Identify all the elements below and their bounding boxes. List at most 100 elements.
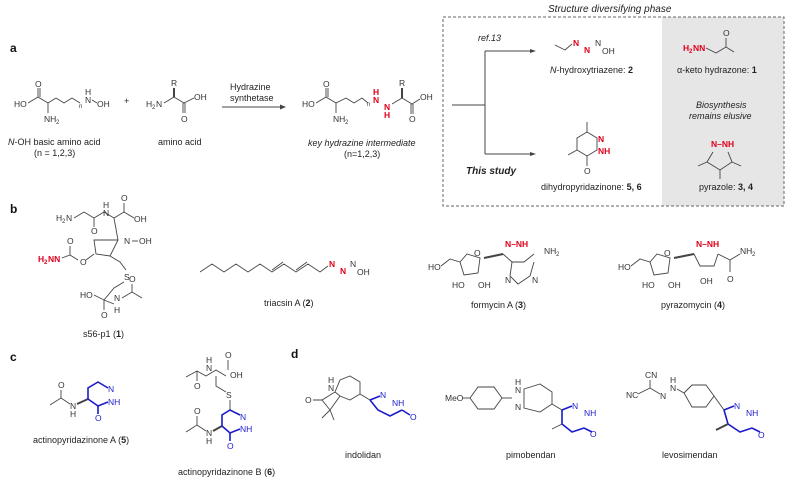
diversifying-phase-box [442,16,785,207]
svg-text:H: H [328,375,334,385]
compound-label-triacsin-a: triacsin A (2) [264,298,314,308]
svg-text:OH: OH [97,99,110,109]
svg-text:O: O [723,28,730,38]
svg-text:N: N [66,213,72,223]
panel-label-a: a [10,41,17,55]
svg-text:O: O [323,79,330,89]
panel-label-c: c [10,350,17,364]
structure-pyrazole: N–NH [697,139,742,179]
svg-text:NH: NH [333,114,345,124]
svg-text:O: O [225,350,232,360]
svg-text:O: O [101,310,108,320]
svg-text:2: 2 [752,252,756,258]
svg-text:HO: HO [642,280,655,290]
svg-text:S: S [124,272,130,282]
product-sublabel: (n=1,2,3) [344,149,380,159]
svg-text:N: N [206,428,212,438]
svg-text:H: H [56,213,62,223]
svg-text:O: O [409,114,416,124]
svg-text:O: O [584,166,591,176]
svg-text:N–NH: N–NH [505,239,528,249]
svg-text:NH: NH [44,114,56,124]
compound-label-levosimendan: levosimendan [662,450,718,460]
svg-text:NH: NH [392,398,404,408]
svg-text:N: N [598,134,604,144]
svg-text:N: N [206,363,212,373]
svg-text:HO: HO [302,99,315,109]
svg-text:N: N [373,95,379,105]
svg-text:N: N [85,95,91,105]
structure-dihydropyridazinone: O N NH [567,122,610,176]
compound-label-actinopyridazinone-b: actinopyridazinone B (6) [178,467,275,477]
svg-text:N: N [70,401,76,411]
svg-text:NH: NH [108,397,120,407]
compound-label-pyrazomycin: pyrazomycin (4) [661,300,725,310]
svg-text:2: 2 [556,252,560,258]
svg-text:2: 2 [345,120,349,126]
svg-text:N: N [660,391,666,401]
svg-text:N: N [595,38,601,48]
svg-text:S: S [226,390,232,400]
reactant2-label: amino acid [158,137,202,147]
svg-text:O: O [758,430,765,440]
svg-text:N: N [515,402,521,412]
reactant1-sublabel: (n = 1,2,3) [34,148,75,158]
structure-indolidan: HN O N NH O [305,375,417,422]
svg-text:O: O [227,441,234,451]
svg-text:OH: OH [668,280,681,290]
svg-text:O: O [664,248,671,258]
svg-text:n: n [367,102,370,108]
svg-text:N: N [340,266,346,276]
svg-text:2: 2 [689,49,693,55]
svg-text:NH: NH [240,424,252,434]
svg-text:NH: NH [544,246,556,256]
svg-text:O: O [194,406,201,416]
svg-text:H: H [70,409,76,419]
svg-text:H: H [206,355,212,365]
svg-text:H: H [146,99,152,109]
arrow-label-line2: synthetase [230,93,274,103]
svg-text:2: 2 [56,120,60,126]
svg-text:N: N [350,259,356,269]
svg-text:O: O [129,274,136,284]
svg-text:H: H [38,254,44,264]
svg-text:O: O [58,380,65,390]
svg-text:N–NH: N–NH [696,239,719,249]
arrowhead-this-study [530,152,536,156]
svg-text:N: N [515,385,521,395]
svg-text:H: H [670,375,676,385]
svg-text:N: N [124,236,130,246]
svg-text:OH: OH [194,92,207,102]
svg-text:NC: NC [626,390,638,400]
ref13-label: ref.13 [478,33,501,43]
arrowhead-ref13 [530,49,536,53]
svg-text:N: N [240,412,246,422]
svg-text:OH: OH [478,280,491,290]
svg-text:N: N [572,401,578,411]
svg-text:H: H [114,305,120,315]
svg-text:H: H [373,87,379,97]
svg-text:OH: OH [139,236,152,246]
svg-text:NN: NN [48,254,60,264]
panel-label-d: d [291,347,298,361]
svg-text:R: R [399,78,405,88]
reactant1-label: N-OH basic amino acid [8,137,101,147]
svg-text:H: H [85,87,91,97]
svg-text:O: O [194,381,201,391]
svg-text:N: N [734,401,740,411]
structure-actinopyridazinone-b: O HN O OH S O N H O N NH [185,350,252,451]
elusive-heading-line2: remains elusive [689,111,752,121]
product-label: key hydrazine intermediate [308,138,416,148]
svg-text:R: R [171,78,177,88]
svg-text:2: 2 [62,219,66,225]
svg-text:OH: OH [700,276,713,286]
svg-text:O: O [35,79,42,89]
branch-label-triazene: N-hydroxytriazene: 2 [550,65,633,75]
svg-text:O: O [305,395,312,405]
svg-text:NH: NH [740,246,752,256]
